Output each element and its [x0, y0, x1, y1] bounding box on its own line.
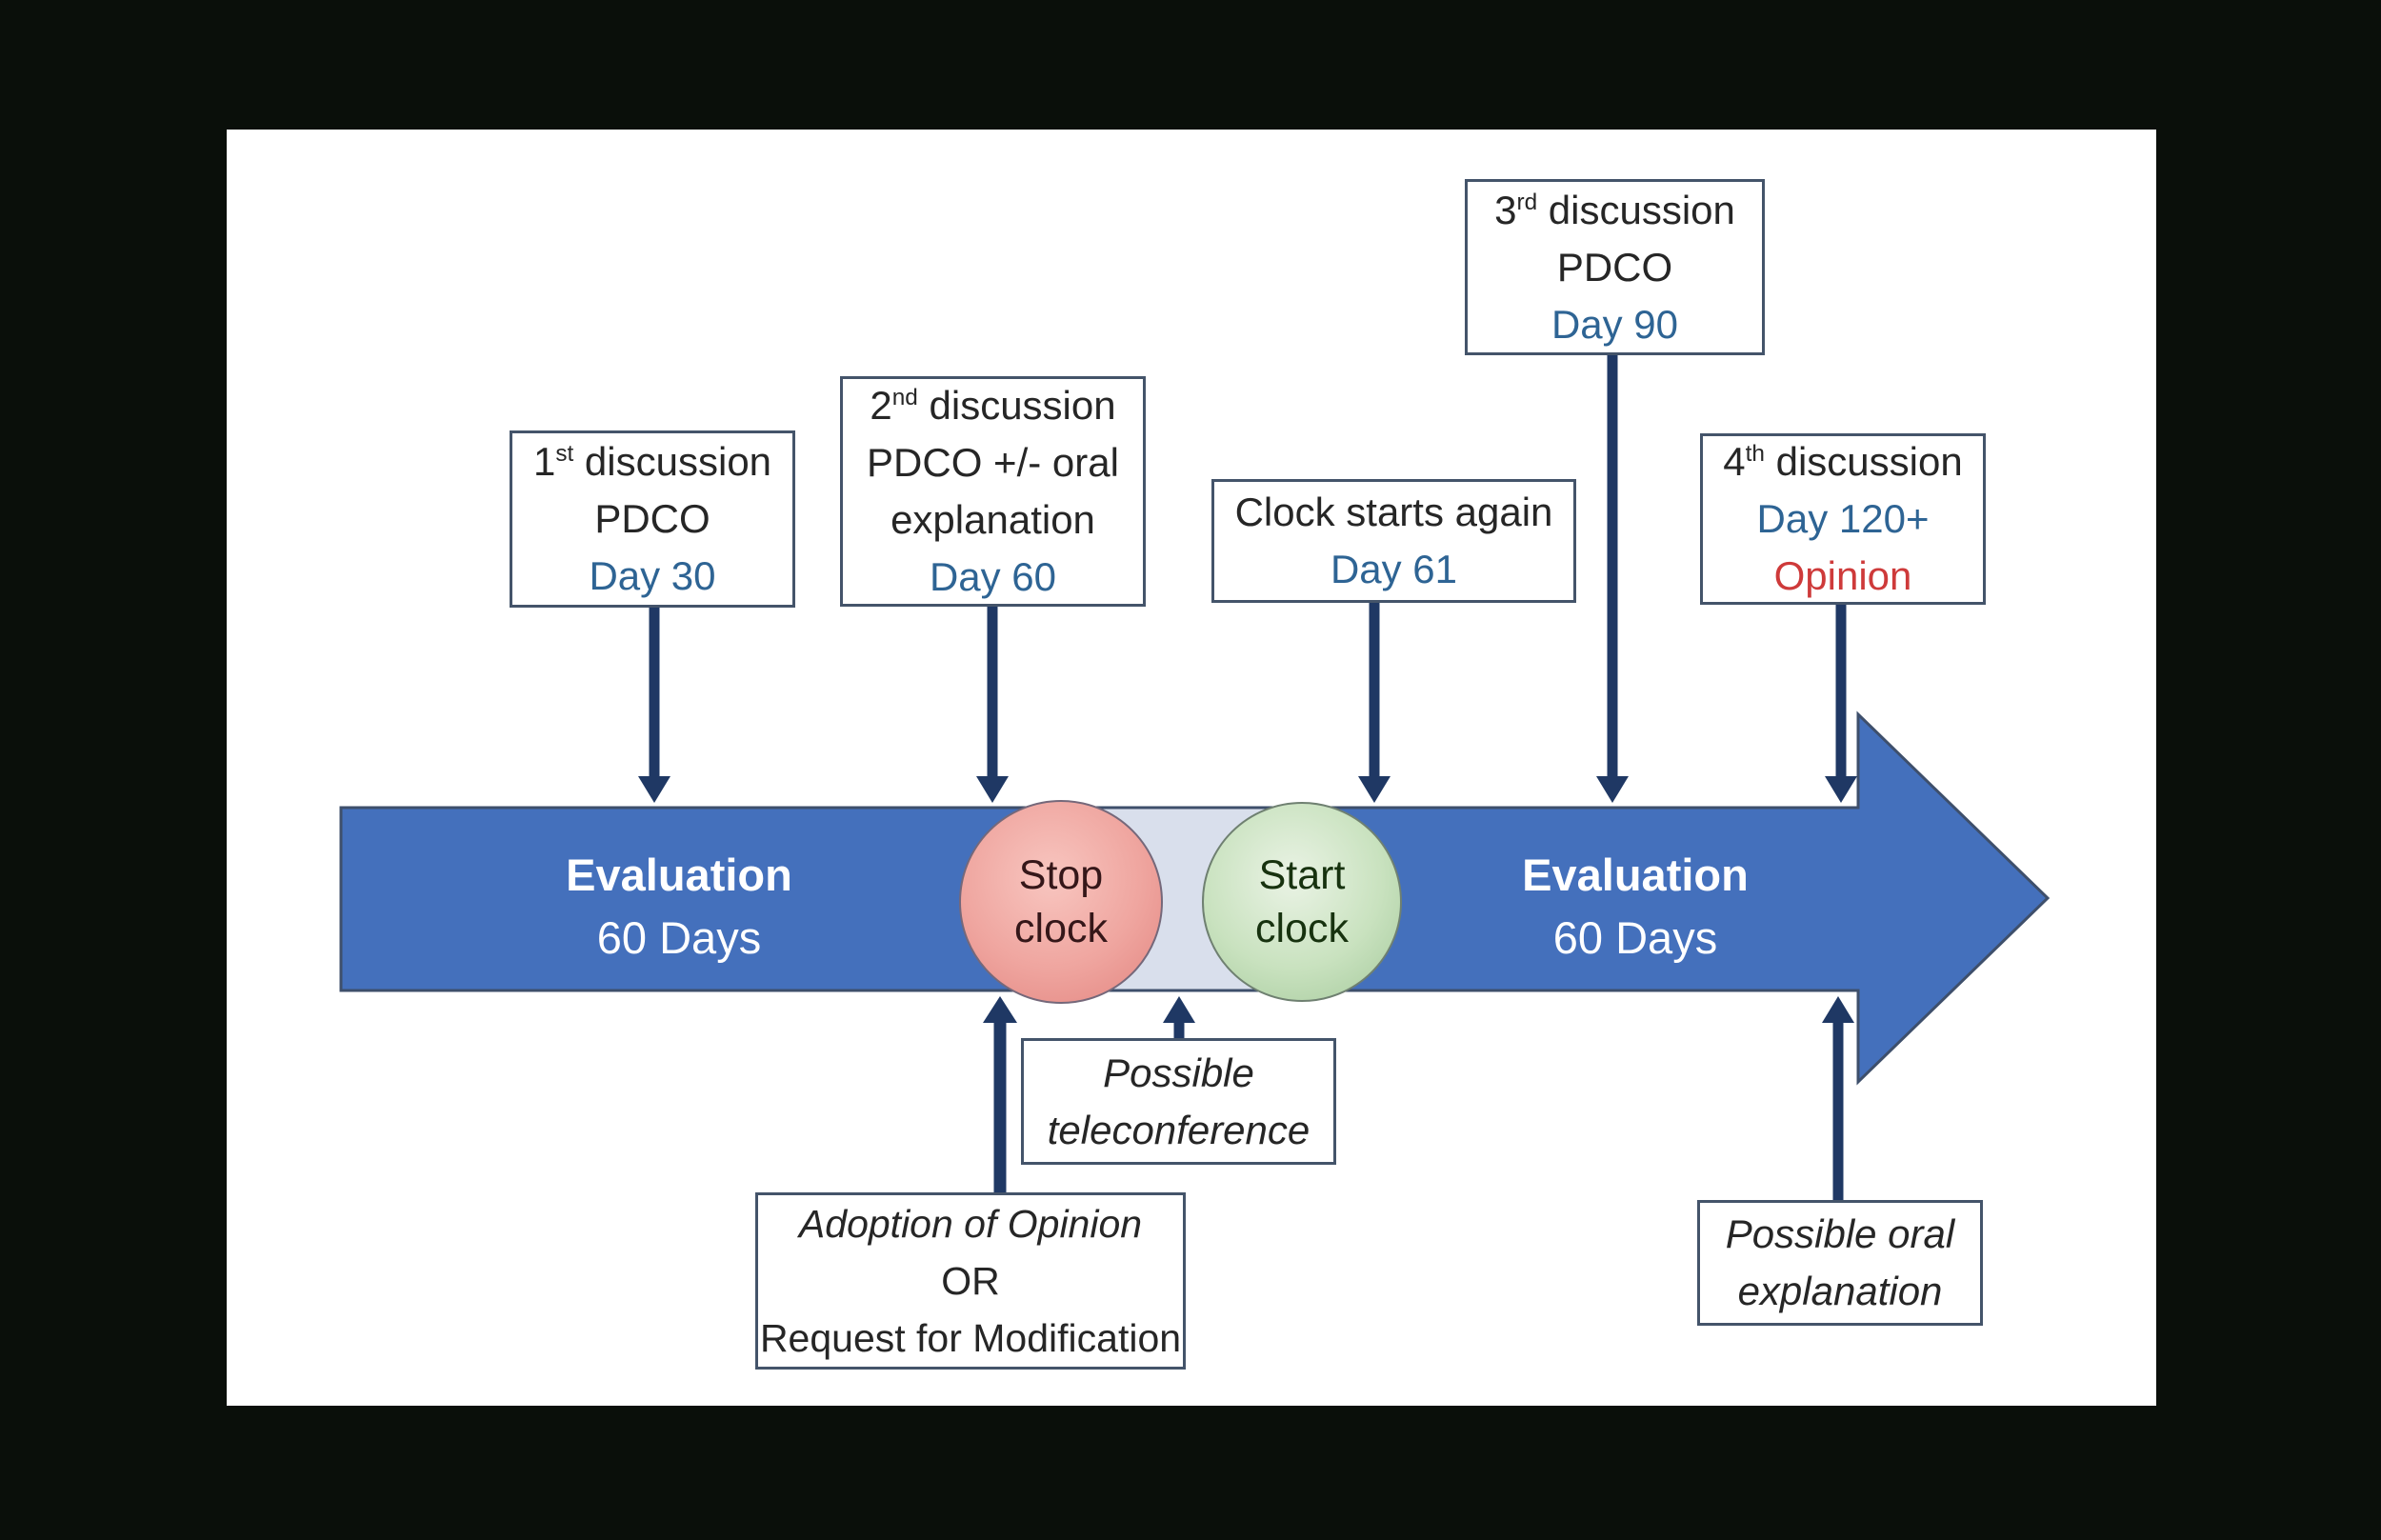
start-clock-line2: clock: [1255, 906, 1349, 951]
clock-starts-again-box: Clock starts again Day 61: [1211, 479, 1576, 603]
teleconference-line1: Possible: [1103, 1050, 1254, 1095]
second-discussion-title: 2nd discussion: [870, 383, 1116, 428]
connector-arrow-down-third-discussion: [1596, 355, 1629, 803]
third-discussion-day: Day 90: [1551, 301, 1679, 347]
first-discussion-day: Day 30: [589, 553, 716, 598]
stop-clock-line1: Stop: [1018, 852, 1104, 898]
adoption-line2: OR: [941, 1259, 1000, 1303]
connector-arrow-down-fourth-discussion: [1825, 605, 1857, 803]
start-clock-line1: Start: [1258, 852, 1346, 898]
fourth-discussion-day: Day 120+: [1756, 496, 1930, 541]
clock-starts-again-day: Day 61: [1330, 547, 1458, 591]
adoption-box: Adoption of Opinion OR Request for Modif…: [755, 1192, 1186, 1370]
connector-arrow-up-adoption: [983, 996, 1017, 1192]
stop-clock-line2: clock: [1014, 906, 1108, 951]
oral-explanation-line2: explanation: [1737, 1269, 1943, 1313]
first-discussion-box: 1st discussion PDCO Day 30: [510, 430, 795, 608]
evaluation-left-subtitle: 60 Days: [596, 912, 762, 963]
evaluation-right-label: Evaluation 60 Days: [1445, 808, 1826, 998]
evaluation-left-label: Evaluation 60 Days: [489, 808, 870, 998]
second-discussion-box: 2nd discussion PDCO +/- oral explanation…: [840, 376, 1146, 607]
teleconference-line2: teleconference: [1047, 1107, 1311, 1152]
connector-arrow-down-clock-starts: [1358, 603, 1391, 803]
third-discussion-body: PDCO: [1556, 244, 1673, 290]
second-discussion-body2: explanation: [890, 497, 1095, 542]
evaluation-right-title: Evaluation: [1522, 850, 1749, 900]
diagram-panel: Stop clock Start clock Evaluation 60 Day…: [227, 130, 2156, 1406]
stop-clock-circle: Stop clock: [959, 800, 1163, 1004]
connector-arrow-up-oral-explanation: [1822, 996, 1854, 1200]
fourth-discussion-title: 4th discussion: [1723, 439, 1963, 484]
third-discussion-box: 3rd discussion PDCO Day 90: [1465, 179, 1765, 355]
first-discussion-body: PDCO: [594, 496, 710, 541]
adoption-line1: Adoption of Opinion: [798, 1202, 1143, 1246]
oral-explanation-box: Possible oral explanation: [1697, 1200, 1983, 1326]
third-discussion-title: 3rd discussion: [1494, 187, 1735, 232]
connector-arrow-up-teleconference: [1163, 996, 1195, 1038]
fourth-discussion-opinion: Opinion: [1773, 553, 1912, 598]
connector-arrow-down-first-discussion: [638, 608, 670, 803]
adoption-line3: Request for Modification: [759, 1316, 1182, 1360]
second-discussion-day: Day 60: [929, 554, 1057, 599]
oral-explanation-line1: Possible oral: [1725, 1211, 1955, 1256]
connector-arrow-down-second-discussion: [976, 607, 1009, 803]
clock-starts-again-title: Clock starts again: [1234, 490, 1553, 534]
fourth-discussion-box: 4th discussion Day 120+ Opinion: [1700, 433, 1986, 605]
evaluation-right-subtitle: 60 Days: [1552, 912, 1718, 963]
first-discussion-title: 1st discussion: [532, 439, 772, 484]
teleconference-box: Possible teleconference: [1021, 1038, 1336, 1165]
evaluation-left-title: Evaluation: [566, 850, 792, 900]
second-discussion-body: PDCO +/- oral: [867, 440, 1119, 485]
start-clock-circle: Start clock: [1202, 802, 1402, 1002]
